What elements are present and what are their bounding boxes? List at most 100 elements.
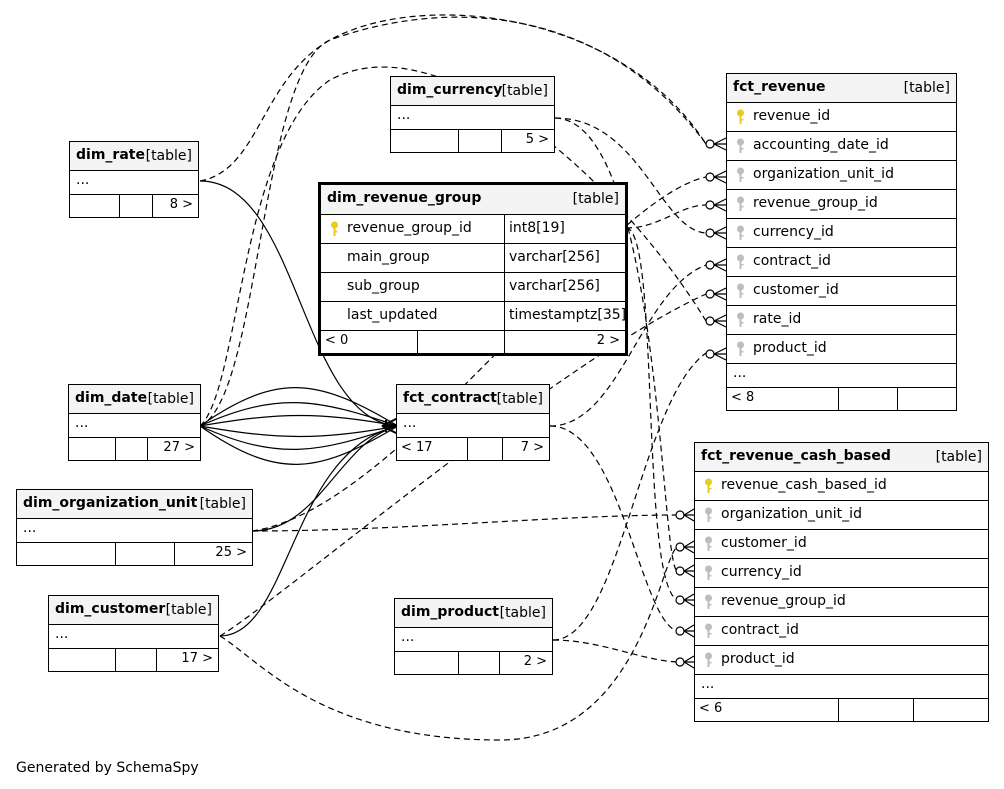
table-dim-organization-unit[interactable]: dim_organization_unit [table] ... 25 > bbox=[16, 489, 253, 566]
foreign-key-icon bbox=[736, 138, 745, 154]
column-row[interactable]: currency_id bbox=[727, 219, 956, 248]
table-name: dim_currency bbox=[397, 82, 503, 98]
foreign-key-icon bbox=[736, 312, 745, 328]
foreign-key-icon bbox=[704, 536, 713, 552]
column-row[interactable]: revenue_cash_based_id bbox=[695, 472, 988, 501]
generated-by-label: Generated by SchemaSpy bbox=[16, 760, 199, 776]
column-type: timestamptz[35] bbox=[509, 307, 627, 323]
children-count[interactable]: 5 > bbox=[525, 132, 549, 147]
children-count[interactable]: 17 > bbox=[181, 651, 213, 666]
column-row[interactable]: revenue_group_id bbox=[727, 190, 956, 219]
column-row[interactable]: customer_id bbox=[695, 530, 988, 559]
table-footer: 17 > bbox=[49, 649, 218, 671]
column-name: revenue_group_id bbox=[347, 220, 472, 236]
column-divider bbox=[504, 302, 505, 330]
column-row[interactable]: product_id bbox=[727, 335, 956, 364]
crow-feet bbox=[381, 137, 727, 669]
foreign-key-icon bbox=[736, 254, 745, 270]
column-name: sub_group bbox=[347, 278, 420, 294]
column-row[interactable]: organization_unit_id bbox=[695, 501, 988, 530]
parents-count[interactable]: < 8 bbox=[731, 390, 755, 405]
column-name: customer_id bbox=[753, 282, 839, 298]
table-header: dim_customer [table] bbox=[49, 596, 218, 625]
table-type: [table] bbox=[147, 391, 194, 407]
parents-count[interactable]: < 0 bbox=[325, 333, 349, 348]
table-header: fct_revenue_cash_based [table] bbox=[695, 443, 988, 472]
column-name: revenue_group_id bbox=[753, 195, 878, 211]
table-dim-currency[interactable]: dim_currency [table] ... 5 > bbox=[390, 76, 555, 153]
column-name: contract_id bbox=[753, 253, 831, 269]
primary-key-icon bbox=[704, 478, 713, 494]
foreign-key-icon bbox=[736, 341, 745, 357]
column-divider bbox=[504, 215, 505, 243]
table-type: [table] bbox=[499, 605, 546, 621]
table-dim-date[interactable]: dim_date [table] ... 27 > bbox=[68, 384, 201, 461]
column-type: int8[19] bbox=[509, 220, 565, 236]
column-type: varchar[256] bbox=[509, 249, 600, 265]
ellipsis-row: ... bbox=[391, 106, 554, 130]
table-name: fct_contract bbox=[403, 390, 498, 406]
table-dim-product[interactable]: dim_product [table] ... 2 > bbox=[394, 598, 553, 675]
column-type: varchar[256] bbox=[509, 278, 600, 294]
children-count[interactable]: 2 > bbox=[596, 333, 620, 348]
column-row[interactable]: revenue_group_id int8[19] bbox=[321, 215, 625, 244]
table-type: [table] bbox=[903, 80, 950, 96]
column-row[interactable]: customer_id bbox=[727, 277, 956, 306]
parents-count[interactable]: < 6 bbox=[699, 701, 723, 716]
column-name: main_group bbox=[347, 249, 430, 265]
table-footer: < 17 7 > bbox=[397, 438, 549, 460]
table-footer: 2 > bbox=[395, 652, 552, 674]
column-name: last_updated bbox=[347, 307, 438, 323]
column-row[interactable]: product_id bbox=[695, 646, 988, 675]
table-header: fct_contract [table] bbox=[397, 385, 549, 414]
column-row[interactable]: revenue_group_id bbox=[695, 588, 988, 617]
column-row[interactable]: organization_unit_id bbox=[727, 161, 956, 190]
column-divider bbox=[504, 244, 505, 272]
table-header: dim_organization_unit [table] bbox=[17, 490, 252, 519]
column-name: product_id bbox=[721, 651, 795, 667]
children-count[interactable]: 7 > bbox=[520, 440, 544, 455]
table-type: [table] bbox=[165, 602, 212, 618]
column-name: revenue_cash_based_id bbox=[721, 477, 887, 493]
column-row[interactable]: currency_id bbox=[695, 559, 988, 588]
table-name: dim_customer bbox=[55, 601, 166, 617]
foreign-key-icon bbox=[736, 225, 745, 241]
children-count[interactable]: 8 > bbox=[169, 197, 193, 212]
children-count[interactable]: 25 > bbox=[215, 545, 247, 560]
solid-relationships bbox=[199, 180, 399, 637]
foreign-key-icon bbox=[704, 565, 713, 581]
ellipsis-row: ... bbox=[695, 675, 988, 699]
parents-count[interactable]: < 17 bbox=[401, 440, 433, 455]
column-name: revenue_group_id bbox=[721, 593, 846, 609]
foreign-key-icon bbox=[704, 594, 713, 610]
ellipsis-row: ... bbox=[397, 414, 549, 438]
table-footer: 25 > bbox=[17, 543, 252, 565]
foreign-key-icon bbox=[704, 623, 713, 639]
table-dim-rate[interactable]: dim_rate [table] ... 8 > bbox=[69, 141, 199, 218]
column-row[interactable]: main_group varchar[256] bbox=[321, 244, 625, 273]
table-header: dim_rate [table] bbox=[70, 142, 198, 171]
table-header: dim_revenue_group [table] bbox=[321, 185, 625, 215]
column-name: organization_unit_id bbox=[721, 506, 862, 522]
table-dim-revenue-group[interactable]: dim_revenue_group [table] revenue_group_… bbox=[318, 182, 628, 356]
children-count[interactable]: 2 > bbox=[523, 654, 547, 669]
table-header: fct_revenue [table] bbox=[727, 74, 956, 103]
table-fct-contract[interactable]: fct_contract [table] ... < 17 7 > bbox=[396, 384, 550, 461]
column-row[interactable]: sub_group varchar[256] bbox=[321, 273, 625, 302]
children-count[interactable]: 27 > bbox=[163, 440, 195, 455]
column-row[interactable]: revenue_id bbox=[727, 103, 956, 132]
ellipsis-row: ... bbox=[17, 519, 252, 543]
column-row[interactable]: accounting_date_id bbox=[727, 132, 956, 161]
table-footer: 5 > bbox=[391, 130, 554, 152]
table-name: dim_date bbox=[75, 390, 148, 406]
column-row[interactable]: rate_id bbox=[727, 306, 956, 335]
column-row[interactable]: contract_id bbox=[727, 248, 956, 277]
table-header: dim_currency [table] bbox=[391, 77, 554, 106]
table-dim-customer[interactable]: dim_customer [table] ... 17 > bbox=[48, 595, 219, 672]
table-footer: 8 > bbox=[70, 195, 198, 217]
column-row[interactable]: last_updated timestamptz[35] bbox=[321, 302, 627, 331]
table-fct-revenue-cash-based[interactable]: fct_revenue_cash_based [table] revenue_c… bbox=[694, 442, 989, 722]
column-row[interactable]: contract_id bbox=[695, 617, 988, 646]
